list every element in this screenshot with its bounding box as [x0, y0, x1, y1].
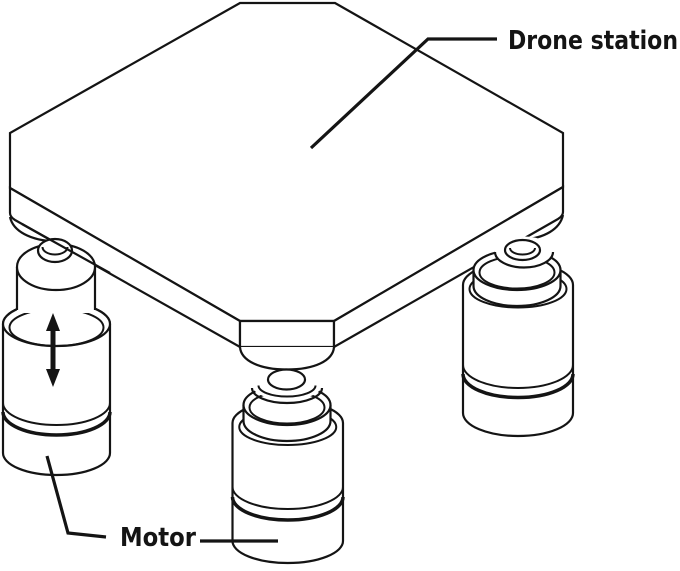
motor-right-ball-cup [503, 238, 542, 262]
motion-arrow-icon [46, 313, 60, 387]
motor-center-band-thick [230, 496, 345, 522]
leader-drone-station [309, 37, 497, 150]
motor-left-ball-cup [36, 237, 74, 264]
platform-side-front [238, 319, 336, 349]
motor-left [1, 223, 112, 477]
leader-lines [45, 37, 497, 543]
motor-right-dome [493, 251, 555, 269]
motor-left-band-thick [1, 411, 112, 437]
platform-edge-over-motor [21, 223, 111, 274]
arrow-head-down [46, 369, 60, 387]
motor-right [461, 236, 575, 438]
platform-side-left [8, 186, 242, 349]
platform-side-right [332, 185, 565, 349]
motor-center [230, 368, 345, 565]
motor-right-ball-cup-inner [509, 247, 536, 256]
platform-front-corner-bowl [238, 346, 336, 371]
motor-right-band-thin [462, 364, 574, 389]
motor-center-cup-inner [257, 385, 317, 398]
label-motor: Motor [120, 523, 196, 553]
label-drone-station: Drone station [508, 26, 678, 56]
platform [8, 1, 565, 371]
motor-right-band-thick [461, 373, 575, 400]
motor-center-cup-outer [250, 387, 324, 405]
arrow-head-up [46, 313, 60, 331]
leader-motor-left [45, 455, 107, 539]
motor-center-band-thin [231, 486, 344, 510]
motor-left-shaft-sides [15, 267, 97, 310]
motor-center-ball-joint [266, 368, 307, 391]
motor-left-band-thin [2, 402, 111, 426]
